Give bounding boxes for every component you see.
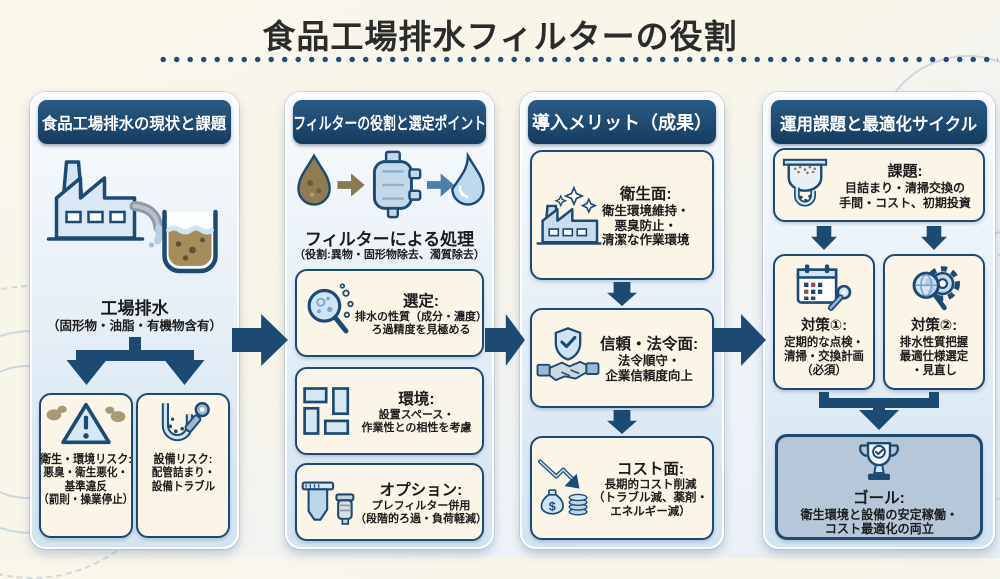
measure-box-2: 対策②: 排水性質把握最適仕様選定・見直し — [883, 254, 985, 390]
issue-box: 課題: 目詰まり・清掃交換の手間・コスト、初期投資 — [773, 148, 985, 222]
panel-header-label: フィルターの役割と選定ポイント — [293, 115, 486, 133]
trophy-check-icon — [859, 441, 899, 481]
point-box-environment: 環境: 設置スペース・作業性との相性を考慮 — [295, 367, 484, 455]
measure-lines: 定期的な点検・清掃・交換計画（必須） — [784, 335, 864, 378]
illustration-subcaption: （固形物・油脂・有機物含有） — [46, 319, 222, 333]
risk-title: 設備リスク: — [153, 452, 213, 466]
panel-current-state: 食品工場排水の現状と課題 工場排水 （固形物・油脂・有機物含有） — [30, 92, 239, 549]
point-title: オプション: — [379, 482, 463, 500]
goal-lines: 衛生環境と設備の安定稼働・コスト最適化の両立 — [800, 507, 958, 537]
point-lines: 設置スペース・作業性との相性を考慮 — [361, 409, 472, 434]
panel-filter-role: フィルターの役割と選定ポイント フィルターによる処理 （役割:異物・固形物除去、… — [285, 92, 494, 549]
measure-lines: 排水性質把握最適仕様選定・見直し — [899, 335, 969, 378]
flow-arrow-right-icon — [232, 314, 288, 366]
panel-header: 食品工場排水の現状と課題 — [38, 100, 231, 144]
panel-header-label: 食品工場排水の現状と課題 — [42, 116, 227, 133]
down-arrow-icon — [811, 226, 837, 250]
merge-arrow-icon — [819, 392, 939, 430]
merit-lines: 衛生環境維持・悪臭防止・清潔な作業環境 — [602, 203, 690, 248]
svg-text:$: $ — [549, 499, 556, 513]
merit-box-cost: $ コスト面: 長期的コスト削減（トラブル減、薬剤・エネルギー減） — [530, 436, 714, 540]
clogged-drain-icon — [782, 158, 828, 207]
goal-box: ゴール: 衛生環境と設備の安定稼働・コスト最適化の両立 — [775, 434, 983, 540]
merit-box-hygiene: 衛生面: 衛生環境維持・悪臭防止・清潔な作業環境 — [530, 150, 714, 280]
right-arrow-icon — [426, 173, 454, 197]
goal-title: ゴール: — [853, 489, 905, 507]
panel-header: 導入メリット（成果） — [528, 100, 716, 144]
filter-process-illustration — [296, 150, 485, 219]
merit-title: コスト面: — [616, 460, 685, 478]
branch-arrow-icon — [66, 337, 204, 385]
illustration-caption: 工場排水 — [100, 299, 169, 318]
shield-handshake-icon — [536, 327, 600, 382]
filter-vessel-icon — [372, 150, 421, 219]
down-arrow-icon — [921, 226, 947, 250]
issue-lines: 目詰まり・清掃交換の手間・コスト、初期投資 — [839, 181, 971, 210]
risk-lines: 配管詰まり・設備トラブル — [151, 467, 215, 493]
panel-header: 運用課題と最適化サイクル — [771, 100, 987, 144]
risk-title: 衛生・環境リスク: — [40, 452, 132, 466]
factory-wastewater-illustration — [46, 160, 218, 274]
measure-title: 対策①: — [800, 318, 848, 334]
calendar-wrench-icon — [796, 264, 852, 311]
risk-lines: 悪臭・衛生悪化・基準違反（罰則・操業停止） — [38, 467, 134, 507]
merit-title: 信頼・法令面: — [600, 336, 699, 354]
risk-box-hygiene: 衛生・環境リスク: 悪臭・衛生悪化・基準違反（罰則・操業停止） — [38, 393, 134, 538]
merit-lines: 法令順守・企業信頼度向上 — [605, 354, 693, 383]
drain-pipe-wrench-icon — [161, 402, 210, 442]
down-arrow-icon — [607, 282, 637, 306]
prefilter-cartridge-icon — [301, 481, 355, 525]
merit-title: 衛生面: — [619, 185, 672, 203]
page-title: 食品工場排水フィルターの役割 — [262, 18, 738, 55]
panel-header-label: 導入メリット（成果） — [532, 113, 712, 133]
magnifier-gear-icon — [912, 266, 960, 311]
down-arrow-icon — [607, 410, 637, 434]
point-box-selection: 選定: 排水の性質（成分・濃度）ろ過精度を見極める — [295, 269, 487, 357]
warning-odor-icon — [46, 402, 126, 445]
panel-merits: 導入メリット（成果） 衛生面: 衛生環境維持・悪臭防止・清潔な作業環境 — [520, 92, 724, 549]
process-caption: フィルターによる処理 — [304, 230, 475, 249]
measure-box-1: 対策①: 定期的な点検・清掃・交換計画（必須） — [773, 254, 875, 390]
merit-box-trust: 信頼・法令面: 法令順守・企業信頼度向上 — [530, 308, 714, 408]
point-title: 環境: — [398, 391, 435, 409]
point-title: 選定: — [402, 293, 440, 311]
right-arrow-icon — [336, 173, 365, 197]
cost-reduction-icon: $ — [538, 459, 588, 516]
process-subcaption: （役割:異物・固形物除去、濁質除去） — [294, 249, 485, 261]
panel-header: フィルターの役割と選定ポイント — [293, 100, 486, 144]
issue-title: 課題: — [887, 163, 923, 181]
panel-header-label: 運用課題と最適化サイクル — [780, 114, 978, 134]
point-box-option: オプション: プレフィルター併用（段階的ろ過・負荷軽減） — [295, 463, 487, 541]
title-dotted-underline — [160, 55, 998, 64]
dirty-drop-icon — [296, 153, 331, 206]
measure-title: 対策②: — [910, 318, 958, 334]
sparkle-factory-icon — [536, 185, 602, 245]
point-lines: 排水の性質（成分・濃度）ろ過精度を見極める — [355, 311, 487, 336]
risk-box-equipment: 設備リスク: 配管詰まり・設備トラブル — [136, 393, 230, 538]
point-lines: プレフィルター併用（段階的ろ過・負荷軽減） — [355, 500, 487, 525]
panel-operation-cycle: 運用課題と最適化サイクル 課題: 目詰まり・清掃交換の手間・コスト、初期投資 — [763, 92, 995, 549]
magnifier-particles-icon — [307, 283, 354, 334]
merit-lines: 長期的コスト削減（トラブル減、薬剤・エネルギー減） — [593, 478, 708, 518]
floor-plan-icon — [303, 387, 350, 435]
